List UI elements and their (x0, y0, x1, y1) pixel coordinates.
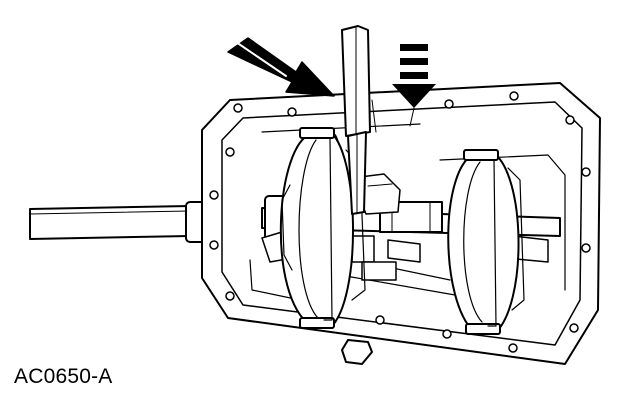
figure-caption: AC0650-A (14, 365, 113, 388)
direction-arrow-diagonal-icon (227, 37, 335, 97)
direction-arrow-down-icon (392, 44, 436, 108)
synchronizer-left (279, 127, 366, 329)
synchronizer-right (447, 149, 525, 335)
leader-lines (371, 99, 415, 133)
punch-tool (341, 25, 371, 215)
input-shaft (29, 201, 217, 243)
case-inner-edge (221, 101, 583, 346)
mounting-tab (341, 339, 373, 365)
